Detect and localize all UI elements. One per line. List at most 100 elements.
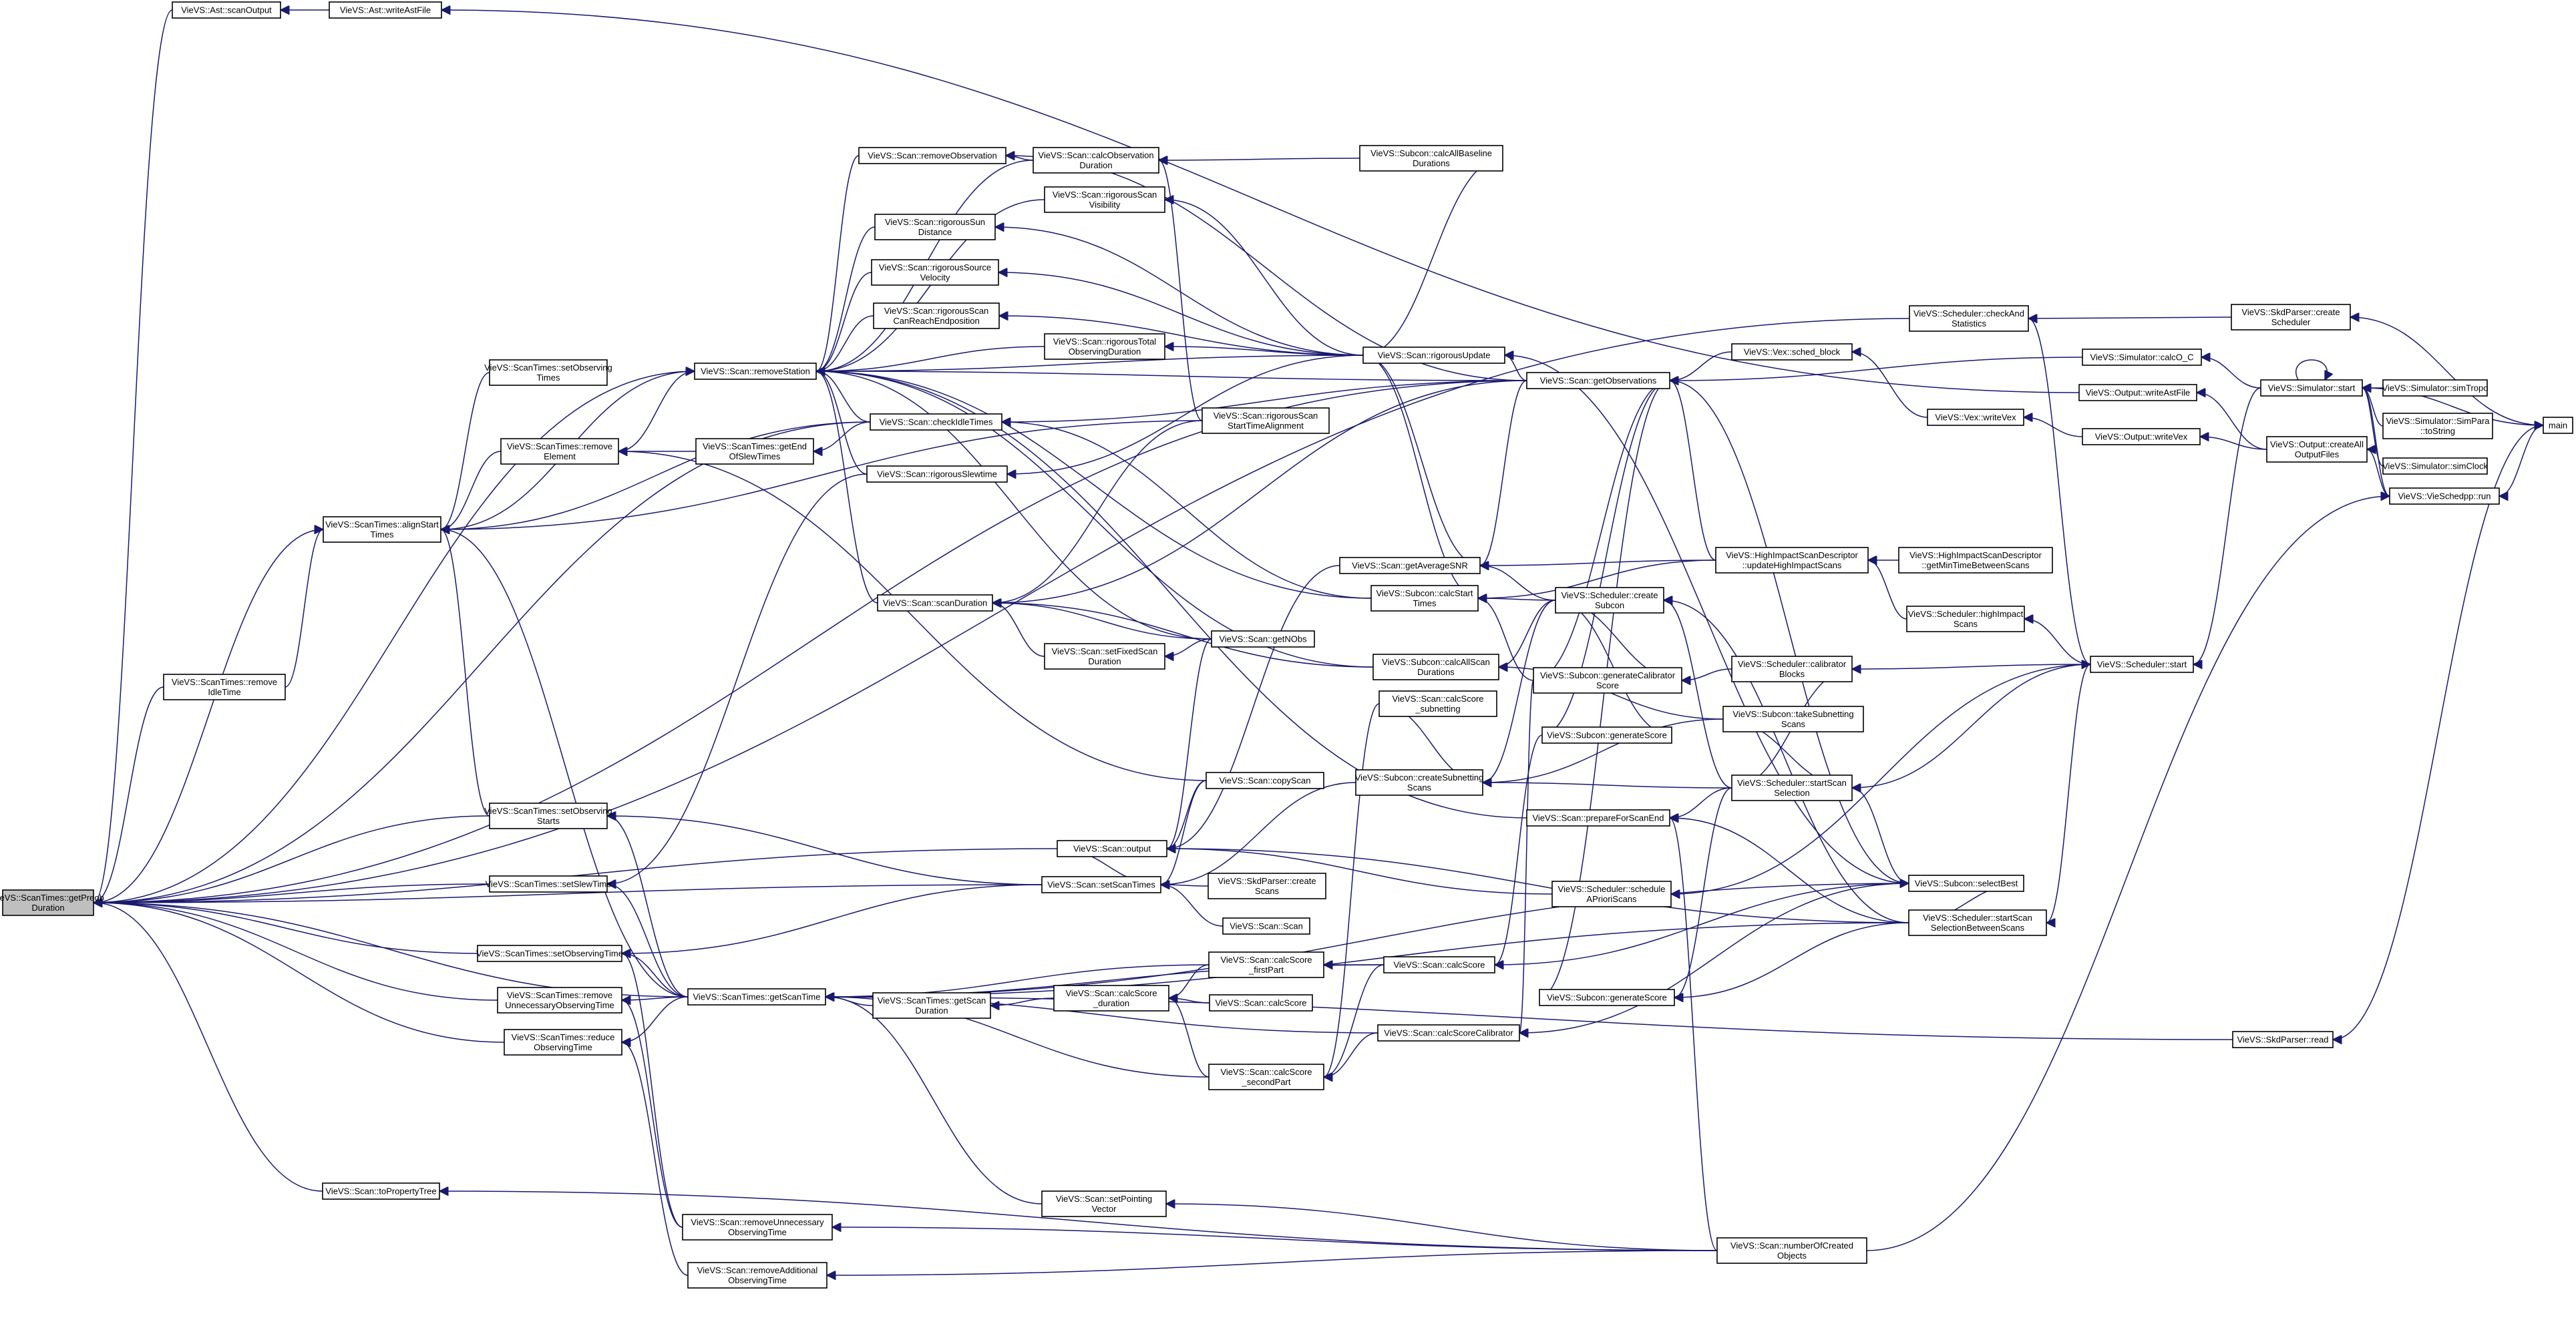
graph-node-vievs-scan-removeadditional-observingtime[interactable]: VieVS::Scan::removeAdditionalObservingTi…	[687, 1262, 827, 1289]
graph-node-vievs-vex-sched-block[interactable]: VieVS::Vex::sched_block	[1731, 343, 1853, 361]
node-label: VieVS::Scheduler::calibrator	[1738, 659, 1847, 669]
graph-node-vievs-scan-removestation[interactable]: VieVS::Scan::removeStation	[694, 363, 817, 380]
graph-node-vievs-scan-calcscore-firstpart[interactable]: VieVS::Scan::calcScore_firstPart	[1208, 951, 1324, 978]
graph-node-vievs-scan-calcscorecalibrator[interactable]: VieVS::Scan::calcScoreCalibrator	[1377, 1024, 1520, 1042]
graph-node-vievs-scantimes-getscantime[interactable]: VieVS::ScanTimes::getScanTime	[687, 988, 826, 1006]
graph-node-vievs-simulator-start[interactable]: VieVS::Simulator::start	[2260, 379, 2363, 397]
graph-node-vievs-scan-calcscore-secondpart[interactable]: VieVS::Scan::calcScore_secondPart	[1208, 1064, 1324, 1090]
graph-node-vievs-scan-rigorousscan-starttimealignment[interactable]: VieVS::Scan::rigorousScanStartTimeAlignm…	[1202, 407, 1330, 434]
node-label: VieVS::ScanTimes::setSlewTime	[486, 879, 612, 889]
graph-node-vievs-scan-topropertytree[interactable]: VieVS::Scan::toPropertyTree	[322, 1182, 440, 1200]
call-edge	[1007, 355, 1364, 474]
graph-node-vievs-scan-calcscore-duration[interactable]: VieVS::Scan::calcScore_duration	[1053, 985, 1169, 1012]
graph-node-vievs-subcon-generatescore[interactable]: VieVS::Subcon::generateScore	[1539, 989, 1675, 1006]
graph-node-vievs-scantimes-setslewtime[interactable]: VieVS::ScanTimes::setSlewTime	[486, 875, 612, 893]
call-edge	[2028, 318, 2091, 664]
call-edge	[816, 371, 1372, 599]
graph-node-vievs-skdparser-read[interactable]: VieVS::SkdParser::read	[2232, 1031, 2334, 1048]
graph-node-vievs-scan-rigorousslewtime[interactable]: VieVS::Scan::rigorousSlewtime	[866, 465, 1008, 483]
graph-node-vievs-scan-rigorousscan-canreachendposition[interactable]: VieVS::Scan::rigorousScanCanReachEndposi…	[873, 302, 1000, 329]
graph-node-vievs-scan-rigorousupdate[interactable]: VieVS::Scan::rigorousUpdate	[1362, 347, 1505, 364]
graph-node-vievs-scan-scan[interactable]: VieVS::Scan::Scan	[1222, 917, 1310, 935]
graph-node-vievs-subcon-generatescore[interactable]: VieVS::Subcon::generateScore	[1541, 726, 1672, 744]
graph-node-vievs-scantimes-remove-unnecessaryobservingtime[interactable]: VieVS::ScanTimes::removeUnnecessaryObser…	[497, 987, 622, 1014]
graph-node-vievs-vex-writevex[interactable]: VieVS::Vex::writeVex	[1927, 409, 2024, 426]
graph-node-vievs-scan-prepareforscanend[interactable]: VieVS::Scan::prepareForScanEnd	[1526, 809, 1670, 827]
node-box	[2231, 304, 2351, 330]
node-box	[1533, 667, 1682, 694]
graph-node-vievs-simulator-simpara-tostring[interactable]: VieVS::Simulator::SimPara::toString	[2382, 413, 2493, 439]
graph-node-vievs-highimpactscandescriptor-updatehighimpactscans[interactable]: VieVS::HighImpactScanDescriptor::updateH…	[1715, 547, 1869, 574]
graph-node-vievs-simulator-simclock[interactable]: VieVS::Simulator::simClock	[2382, 457, 2488, 475]
graph-node-vievs-scan-removeunnecessary-observingtime[interactable]: VieVS::Scan::removeUnnecessaryObservingT…	[682, 1214, 833, 1241]
node-label: VieVS::Simulator::SimPara	[2386, 416, 2490, 426]
graph-node-vievs-scan-calcscore[interactable]: VieVS::Scan::calcScore	[1383, 956, 1495, 973]
graph-node-vievs-ast-writeastfile[interactable]: VieVS::Ast::writeAstFile	[329, 1, 442, 19]
graph-node-vievs-scan-scanduration[interactable]: VieVS::Scan::scanDuration	[877, 594, 993, 612]
graph-node-vievs-scheduler-startscan-selectionbetweenscans[interactable]: VieVS::Scheduler::startScanSelectionBetw…	[1908, 909, 2047, 936]
call-edge	[621, 1042, 689, 1276]
graph-node-vievs-scantimes-setobservingtime[interactable]: VieVS::ScanTimes::setObservingTime	[476, 945, 623, 962]
graph-node-vievs-simulator-simtropo[interactable]: VieVS::Simulator::simTropo	[2382, 379, 2489, 397]
graph-node-vievs-scheduler-start[interactable]: VieVS::Scheduler::start	[2090, 656, 2194, 673]
graph-node-vievs-scan-setscantimes[interactable]: VieVS::Scan::setScanTimes	[1041, 876, 1161, 893]
graph-node-vievs-vieschedpp-run[interactable]: VieVS::VieSchedpp::run	[2389, 487, 2500, 505]
node-box	[870, 413, 1002, 431]
node-label: Starts	[537, 816, 560, 826]
graph-node-vievs-scan-removeobservation[interactable]: VieVS::Scan::removeObservation	[858, 147, 1006, 164]
graph-node-vievs-scan-rigoroustotal-observingduration[interactable]: VieVS::Scan::rigorousTotalObservingDurat…	[1044, 333, 1165, 360]
graph-node-vievs-ast-scanoutput[interactable]: VieVS::Ast::scanOutput	[172, 1, 281, 19]
graph-node-main[interactable]: main	[2543, 417, 2573, 434]
graph-node-vievs-scan-checkidletimes[interactable]: VieVS::Scan::checkIdleTimes	[870, 413, 1002, 431]
graph-node-vievs-subcon-selectbest[interactable]: VieVS::Subcon::selectBest	[1908, 875, 2024, 892]
call-edge	[94, 903, 478, 954]
graph-node-vievs-output-writeastfile[interactable]: VieVS::Output::writeAstFile	[2078, 384, 2197, 401]
call-edge	[93, 686, 164, 903]
node-label: VieVS::Scan::rigorousScan	[1053, 190, 1157, 200]
graph-node-vievs-output-writevex[interactable]: VieVS::Output::writeVex	[2082, 428, 2201, 445]
graph-node-vievs-scan-copyscan[interactable]: VieVS::Scan::copyScan	[1206, 772, 1324, 789]
node-label: VieVS::Scan::removeAdditional	[697, 1265, 818, 1275]
graph-node-vievs-scan-calcscore-subnetting[interactable]: VieVS::Scan::calcScore_subnetting	[1378, 690, 1497, 717]
graph-node-vievs-scan-calcscore[interactable]: VieVS::Scan::calcScore	[1209, 994, 1313, 1012]
graph-node-vievs-scan-getobservations[interactable]: VieVS::Scan::getObservations	[1526, 372, 1670, 389]
graph-node-vievs-highimpactscandescriptor-getmintimebetweenscans[interactable]: VieVS::HighImpactScanDescriptor::getMinT…	[1898, 547, 2053, 574]
graph-node-vievs-scan-getaveragesnr[interactable]: VieVS::Scan::getAverageSNR	[1339, 557, 1481, 574]
node-label: Selection	[1774, 788, 1809, 798]
graph-node-vievs-scan-output[interactable]: VieVS::Scan::output	[1057, 840, 1167, 857]
graph-node-vievs-simulator-calco-c[interactable]: VieVS::Simulator::calcO_C	[2082, 349, 2202, 366]
node-label: VieVS::Scan::rigorousScan	[884, 306, 989, 316]
graph-node-vievs-scan-getnobs[interactable]: VieVS::Scan::getNObs	[1211, 630, 1315, 648]
